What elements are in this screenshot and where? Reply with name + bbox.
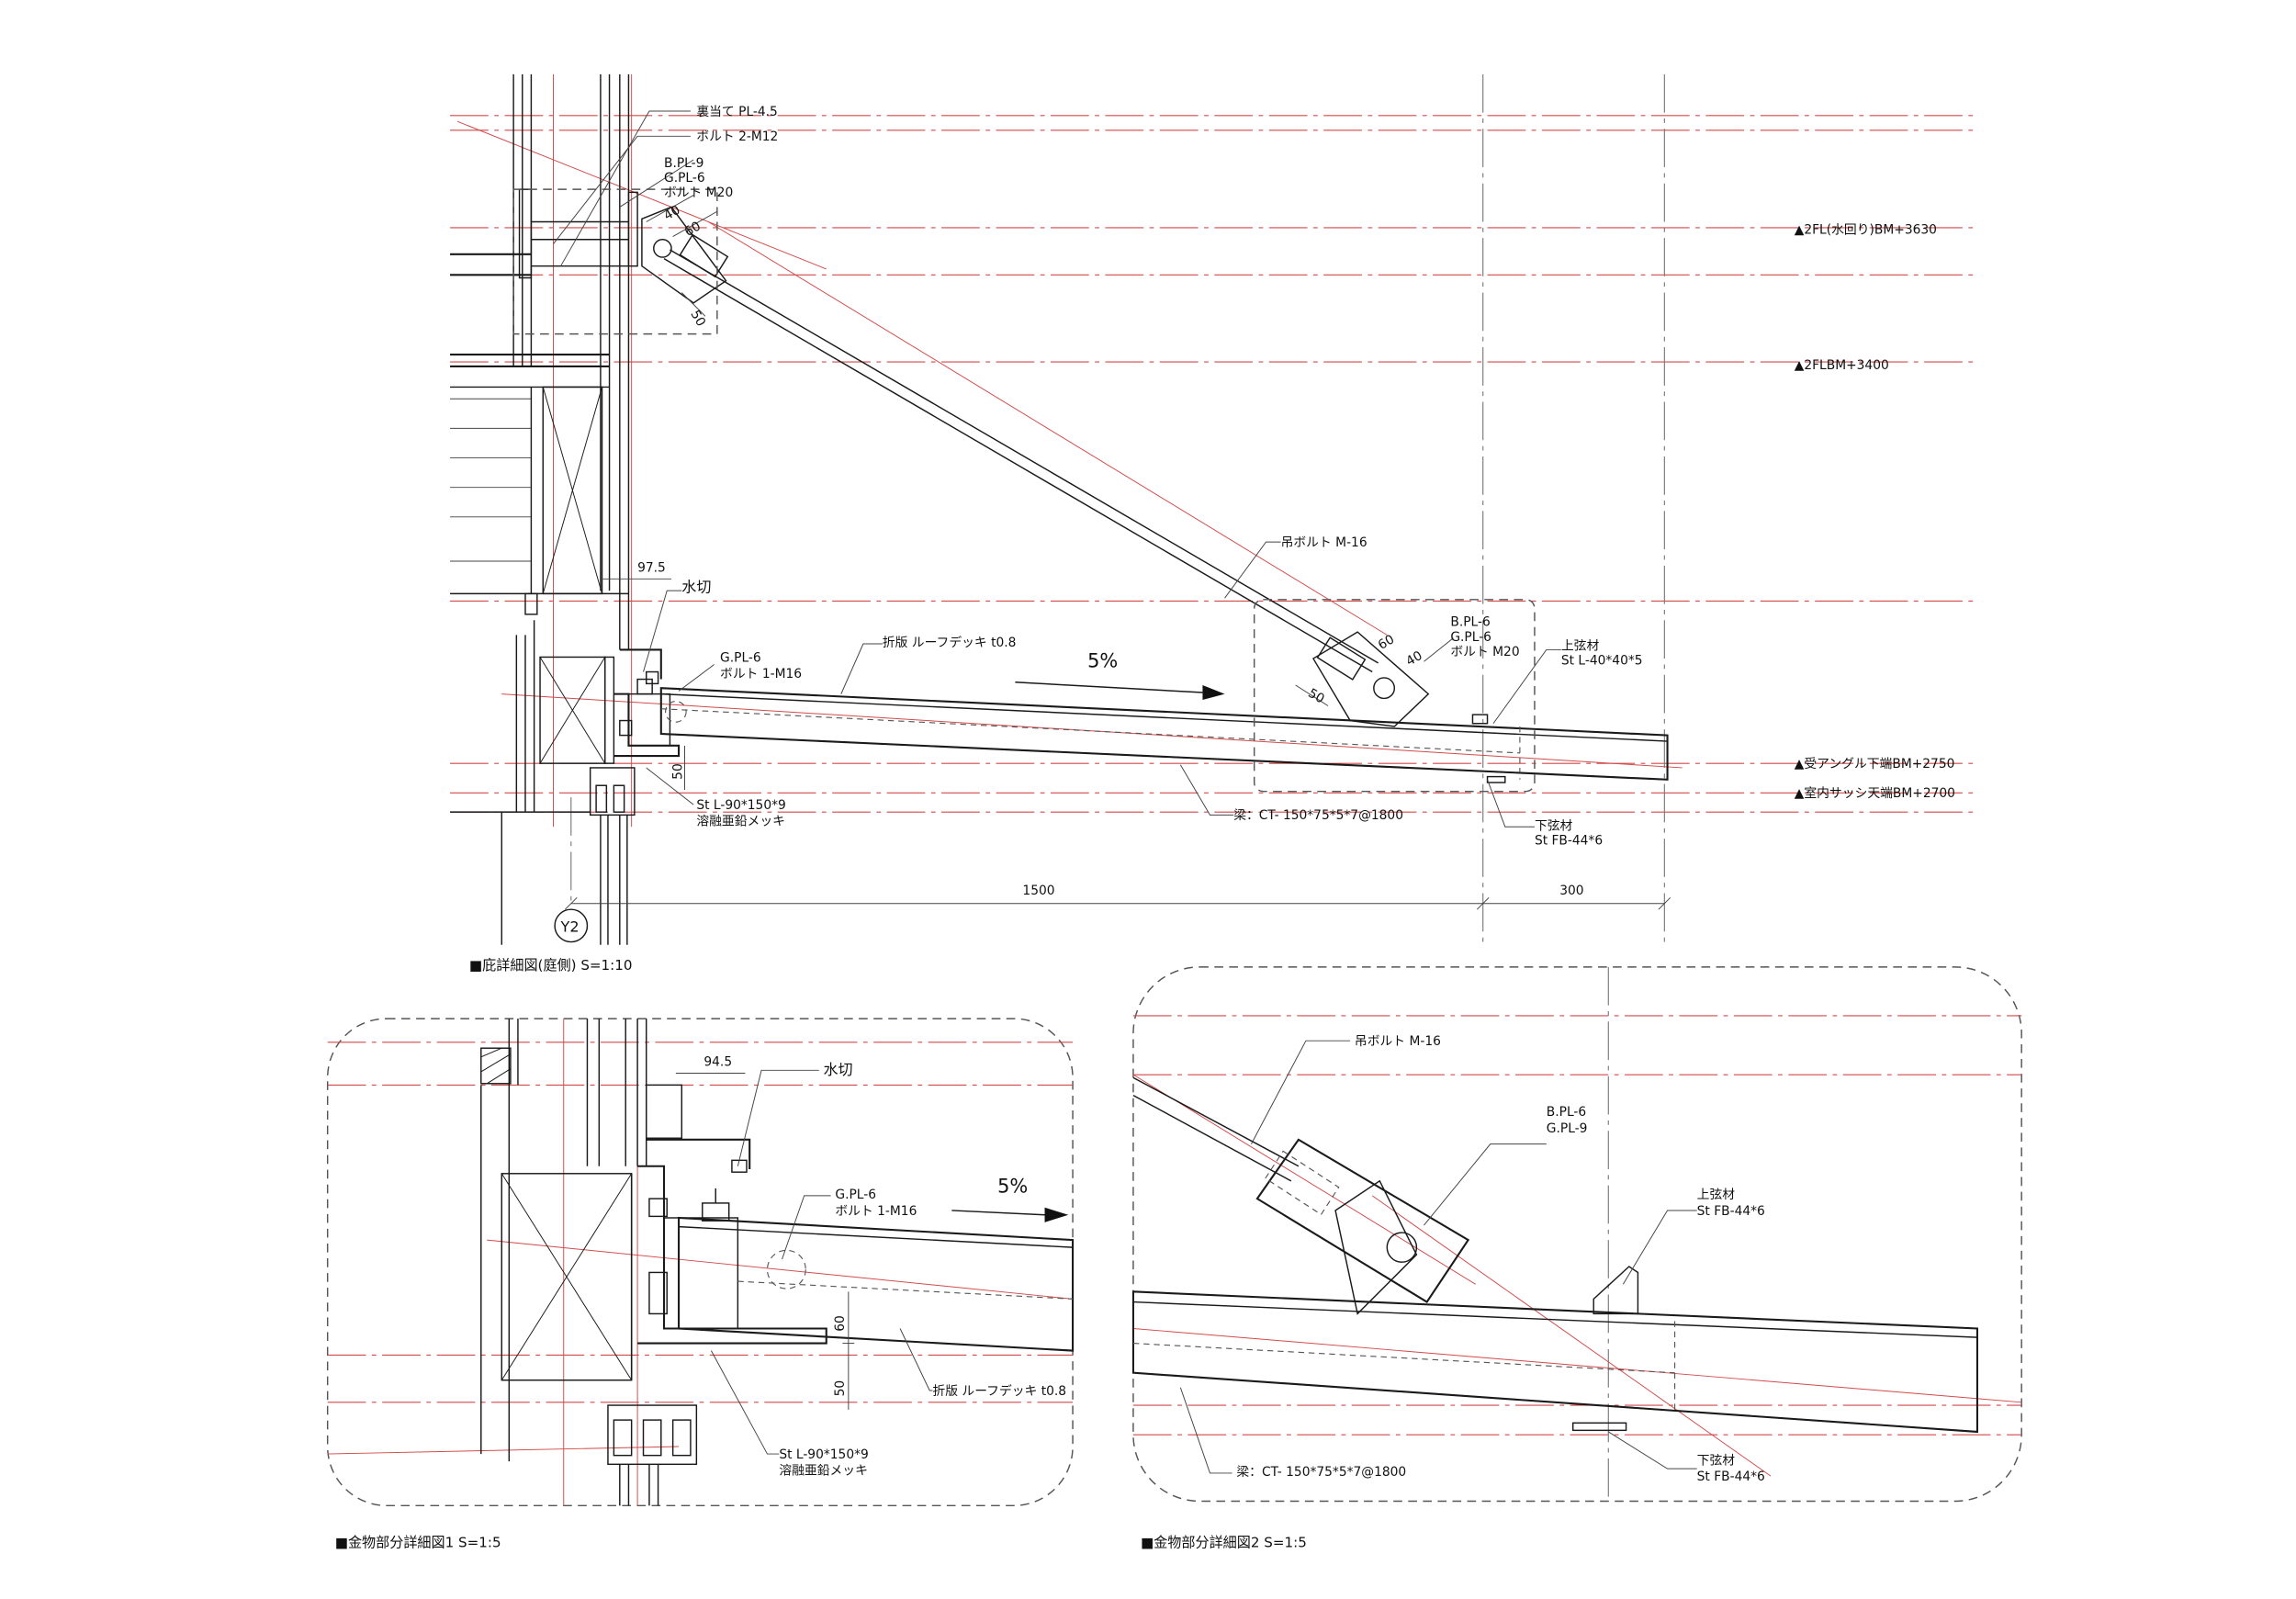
detail2-label-beam: 梁：CT- 150*75*5*7@1800 <box>1236 1465 1406 1480</box>
dim-40-top: 40 <box>661 203 682 224</box>
detail2-beam <box>1131 1290 1979 1434</box>
label-upper-chord-spec: St L-40*40*5 <box>1561 653 1643 668</box>
detail2-label-lower-chord-spec: St FB-44*6 <box>1697 1470 1765 1484</box>
detail2-label-hanger-bolt: 吊ボルト M-16 <box>1355 1034 1441 1049</box>
detail2-label-gpl9: G.PL-9 <box>1547 1121 1588 1136</box>
level-2fl-wet: ▲2FL(水回り)BM+3630 <box>1795 222 1937 237</box>
dim-50-left: 50 <box>670 763 685 780</box>
detail2-labels: 吊ボルト M-16 B.PL-6 G.PL-9 上弦材 St FB-44*6 下… <box>1236 1034 1764 1484</box>
flashing-and-angle <box>613 648 687 758</box>
dim-60-top: 60 <box>682 219 703 240</box>
level-angle-bottom: ▲受アングル下端BM+2750 <box>1795 757 1955 771</box>
small-dimensions: 40 60 50 97.5 60 40 50 50 <box>600 195 1425 791</box>
detail-2: 吊ボルト M-16 B.PL-6 G.PL-9 上弦材 St FB-44*6 下… <box>1131 966 2022 1550</box>
main-labels: 裏当て PL-4.5 ボルト 2-M12 B.PL-9 G.PL-6 ボルト M… <box>664 104 1643 849</box>
detail2-label-upper-chord: 上弦材 <box>1697 1188 1736 1202</box>
label-bolt-m20-mid: ボルト M20 <box>1450 645 1519 659</box>
leader-lines-main <box>553 110 1561 828</box>
detail1-leaders <box>710 1069 933 1455</box>
main-reference-grid <box>450 73 1977 945</box>
label-hanger-bolt: 吊ボルト M-16 <box>1281 535 1367 550</box>
dim-40-mid: 40 <box>1403 648 1424 670</box>
dim-50-top: 50 <box>687 308 708 329</box>
title-detail-1: ■金物部分詳細図1 S=1:5 <box>335 1534 501 1550</box>
label-lower-chord: 下弦材 <box>1535 818 1573 833</box>
bottom-gusset-plate <box>1253 599 1536 793</box>
detail1-label-gpl6: G.PL-6 <box>835 1188 876 1202</box>
detail2-gusset <box>1255 1138 1639 1315</box>
detail1-label-roof-deck: 折版 ルーフデッキ t0.8 <box>932 1383 1066 1399</box>
dim-1500: 1500 <box>1022 884 1054 898</box>
detail2-hanger-rod <box>1132 1076 1300 1182</box>
label-gpl6-mid: G.PL-6 <box>1450 630 1491 645</box>
label-roof-deck: 折版 ルーフデッキ t0.8 <box>883 635 1017 650</box>
level-2fl: ▲2FLBM+3400 <box>1795 358 1889 373</box>
label-gpl6-top: G.PL-6 <box>664 171 705 186</box>
detail1-slope-label: 5% <box>997 1176 1028 1198</box>
detail1-reference-grid <box>327 1019 1074 1506</box>
roof-beam <box>659 687 1669 783</box>
top-gusset-plate <box>512 188 729 335</box>
label-gpl6-left: G.PL-6 <box>720 650 761 665</box>
label-backing-plate: 裏当て PL-4.5 <box>696 104 777 119</box>
detail1-labels: 水切 G.PL-6 ボルト 1-M16 折版 ルーフデッキ t0.8 St L-… <box>779 1061 1066 1478</box>
grid-bubble-y2: Y2 <box>554 908 589 943</box>
label-flashing: 水切 <box>681 579 711 596</box>
detail-1: 94.5 60 50 5% 水切 G.PL-6 ボルト 1-M16 折版 ルーフ… <box>326 1018 1075 1550</box>
hanger-rod <box>663 221 1388 673</box>
detail1-dim-94-5: 94.5 <box>703 1055 732 1070</box>
detail1-wall <box>480 1019 683 1462</box>
label-bpl9: B.PL-9 <box>664 156 703 171</box>
slope-label-main: 5% <box>1087 650 1118 672</box>
label-galvanized: 溶融亜鉛メッキ <box>696 815 785 829</box>
detail2-reference-grid <box>1132 966 2022 1502</box>
title-main-section: ■庇詳細図(庭側) S=1:10 <box>469 957 633 974</box>
detail1-label-angle: St L-90*150*9 <box>779 1447 868 1462</box>
detail1-label-galvanized: 溶融亜鉛メッキ <box>779 1464 868 1479</box>
detail2-leaders <box>1179 1040 1697 1474</box>
detail1-label-bolt-1m16: ボルト 1-M16 <box>835 1204 917 1219</box>
label-bolt-1m16: ボルト 1-M16 <box>720 667 802 681</box>
main-eave-section: 1500 300 40 60 50 97.5 60 40 50 50 5% <box>450 73 1977 974</box>
detail2-label-lower-chord: 下弦材 <box>1697 1453 1736 1468</box>
title-detail-2: ■金物部分詳細図2 S=1:5 <box>1141 1534 1307 1550</box>
horizontal-dimensions: 1500 300 <box>565 884 1671 910</box>
detail2-label-upper-chord-spec: St FB-44*6 <box>1697 1204 1765 1219</box>
grid-label-y2: Y2 <box>560 918 580 935</box>
label-bolt-2m12: ボルト 2-M12 <box>696 129 778 144</box>
label-lower-chord-spec: St FB-44*6 <box>1535 834 1603 849</box>
dim-300: 300 <box>1559 884 1583 898</box>
detail1-dim-50: 50 <box>833 1380 848 1397</box>
label-bolt-m20-top: ボルト M20 <box>664 186 733 200</box>
dim-50-mid: 50 <box>1306 686 1327 707</box>
dim-97-5: 97.5 <box>637 560 666 575</box>
label-angle: St L-90*150*9 <box>696 798 785 813</box>
level-markers: ▲2FL(水回り)BM+3630 ▲2FLBM+3400 ▲受アングル下端BM+… <box>1795 222 1955 801</box>
wall-structure <box>450 73 638 945</box>
detail2-label-bpl6: B.PL-6 <box>1547 1105 1586 1120</box>
detail1-dimensions: 94.5 60 50 <box>675 1055 855 1410</box>
slope-arrow-main: 5% <box>1015 650 1225 701</box>
label-upper-chord: 上弦材 <box>1561 638 1600 653</box>
detail1-label-flashing: 水切 <box>824 1061 853 1078</box>
dim-60-mid: 60 <box>1376 632 1397 653</box>
level-sash-top: ▲室内サッシ天端BM+2700 <box>1795 785 1955 801</box>
detail1-sash <box>607 1404 698 1506</box>
detail1-dim-60: 60 <box>833 1315 848 1332</box>
label-bpl6: B.PL-6 <box>1450 615 1490 630</box>
detail1-flashing-angle <box>637 1138 1075 1352</box>
detail1-slope-arrow: 5% <box>951 1176 1069 1222</box>
label-beam: 梁：CT- 150*75*5*7@1800 <box>1233 808 1403 823</box>
